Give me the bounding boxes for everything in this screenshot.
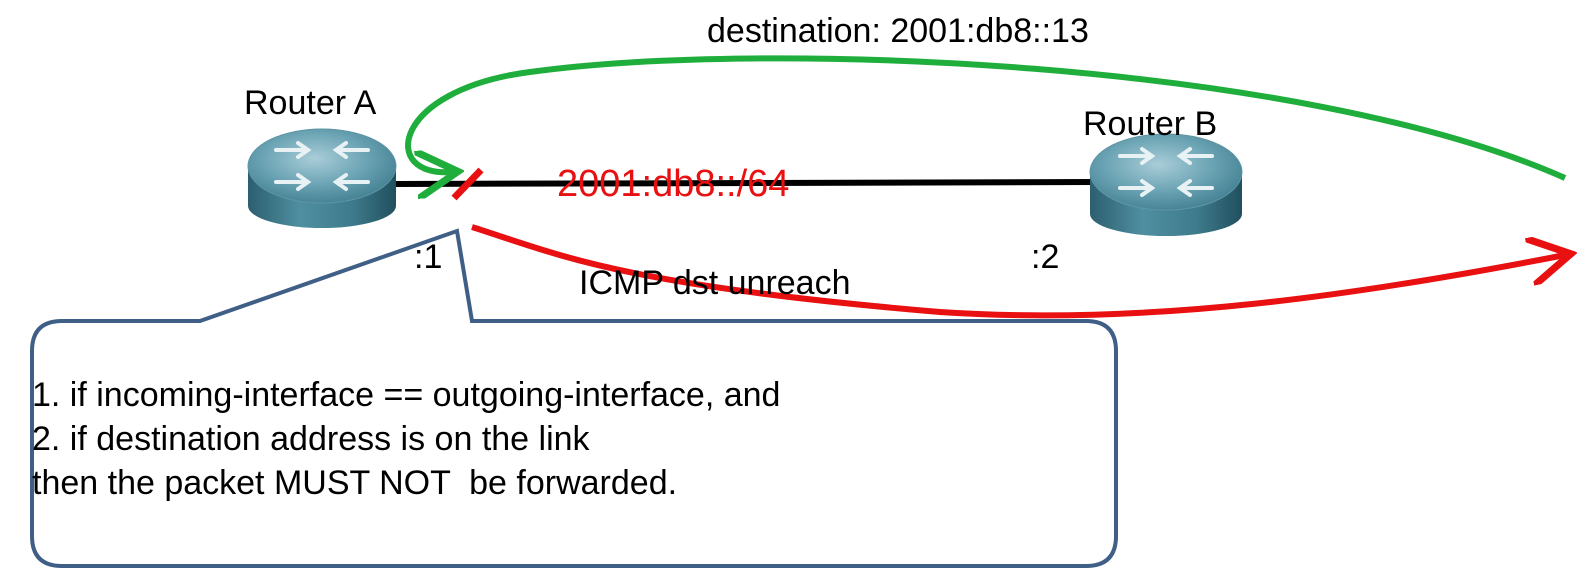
callout-box: [30, 228, 1118, 568]
callout-line-2: 2. if destination address is on the link: [32, 420, 590, 458]
callout-line-1: 1. if incoming-interface == outgoing-int…: [32, 376, 781, 414]
icmp-path-arrow: [471, 224, 1565, 319]
router-b-icon: [1089, 133, 1243, 236]
forward-path-arrow: [405, 55, 1567, 178]
router-b-label: Router B: [1083, 105, 1218, 143]
link-line: [395, 179, 1097, 187]
router-b-address: :2: [1031, 238, 1060, 276]
callout-line-3: then the packet MUST NOT be forwarded.: [32, 464, 678, 502]
router-a-address: :1: [414, 238, 443, 276]
drop-mark: [451, 167, 484, 201]
link-prefix-label: 2001:db8::/64: [557, 163, 790, 205]
callout-text: 1. if incoming-interface == outgoing-int…: [32, 373, 780, 505]
router-a-icon: [247, 128, 397, 228]
icmp-label: ICMP dst unreach: [579, 264, 851, 302]
router-a-label: Router A: [244, 84, 377, 122]
destination-label: destination: 2001:db8::13: [707, 12, 1089, 50]
